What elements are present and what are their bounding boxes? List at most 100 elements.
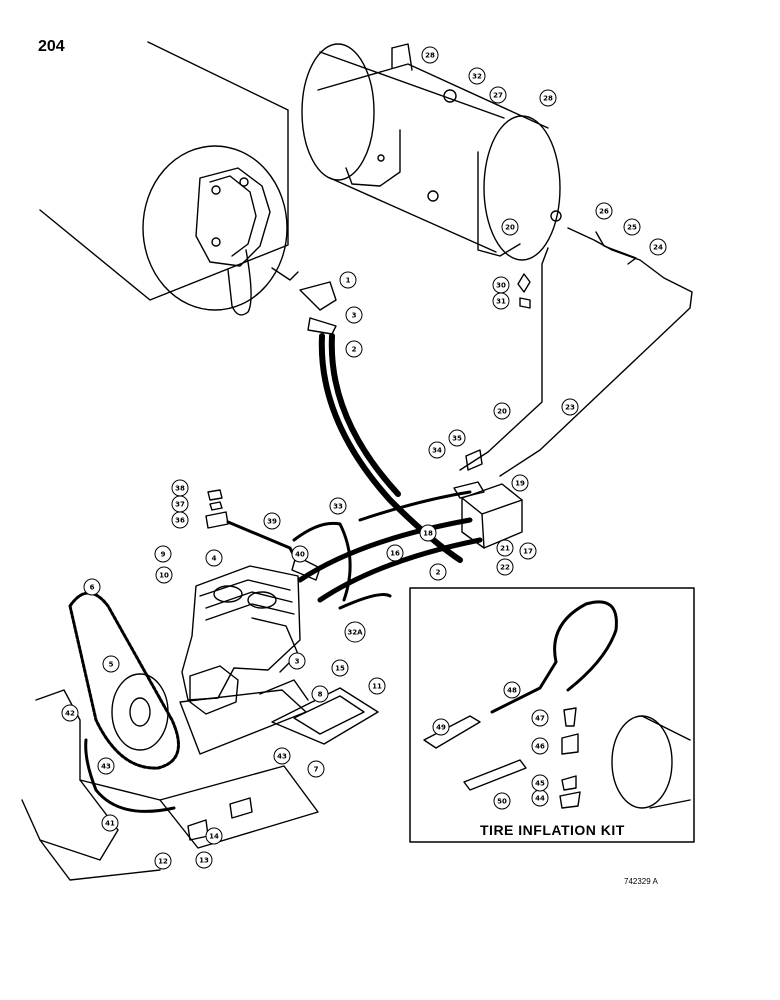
callout-c2a: 2 [345,340,363,358]
callout-c32a: 32A [344,621,366,643]
callout-label: 28 [425,52,435,60]
callout-c31: 31 [492,292,510,310]
callout-label: 48 [507,687,517,695]
callout-label: 8 [318,691,323,699]
callout-c11: 11 [368,677,386,695]
callout-c10: 10 [155,566,173,584]
callout-c43a: 43 [97,757,115,775]
callout-c36: 36 [171,511,189,529]
callout-circle [311,685,329,703]
compressor-drawing [181,565,301,715]
manifold-block [453,449,523,549]
callout-c23: 23 [561,398,579,416]
callout-circle [97,757,115,775]
callout-circle [649,238,667,256]
callout-label: 13 [199,857,209,865]
callout-label: 17 [523,548,533,556]
callout-c6: 6 [83,578,101,596]
callout-c30: 30 [492,276,510,294]
callout-label: 37 [175,501,185,509]
callout-label: 16 [390,550,400,558]
callout-circle [493,402,511,420]
callout-c8: 8 [311,685,329,703]
callout-c50: 50 [493,792,511,810]
callout-c28b: 28 [539,89,557,107]
callout-c43b: 43 [273,747,291,765]
callout-label: 41 [105,820,115,828]
callout-c22: 22 [496,558,514,576]
callout-c25: 25 [623,218,641,236]
muffler-drawing [39,41,299,316]
callout-c7: 7 [307,760,325,778]
callout-circle [307,760,325,778]
callout-circle [329,497,347,515]
callout-label: 49 [436,724,446,732]
callout-label: 30 [496,282,506,290]
callout-circle [419,524,437,542]
callout-label: 43 [277,753,287,761]
callout-circle [195,851,213,869]
callout-c28a: 28 [421,46,439,64]
callout-circle [171,479,189,497]
callout-label: 5 [109,661,114,669]
callout-c1: 1 [339,271,357,289]
callout-label: 20 [505,224,515,232]
callout-c17: 17 [519,542,537,560]
callout-label: 15 [335,665,345,673]
callout-c18: 18 [419,524,437,542]
callout-circle [492,292,510,310]
callout-circle [503,681,521,699]
callout-label: 27 [493,92,503,100]
callout-circle [511,474,529,492]
callout-label: 4 [212,555,217,563]
callout-c4: 4 [205,549,223,567]
callout-c20a: 20 [493,402,511,420]
callout-circle [623,218,641,236]
callout-c16: 16 [386,544,404,562]
tire-inflation-kit-drawing [423,600,691,809]
callout-label: 31 [496,298,506,306]
callout-circle [496,539,514,557]
callout-circle [489,86,507,104]
callout-circle [448,429,466,447]
callout-c2b: 2 [429,563,447,581]
callout-c24: 24 [649,238,667,256]
callout-c47: 47 [531,709,549,727]
hose-41 [84,738,176,813]
callout-label: 50 [497,798,507,806]
callout-c40: 40 [291,545,309,563]
callout-label: 22 [500,564,510,572]
callout-circle [205,827,223,845]
callout-circle [61,704,79,722]
callout-circle [331,659,349,677]
callout-c20b: 20 [501,218,519,236]
callout-circle [288,652,306,670]
callout-c19: 19 [511,474,529,492]
callout-c3a: 3 [345,306,363,324]
callout-label: 26 [599,208,609,216]
callout-label: 38 [175,485,185,493]
callout-label: 24 [653,244,663,252]
callout-label: 2 [436,569,441,577]
callout-circle [205,549,223,567]
callout-circle [345,306,363,324]
callout-c48: 48 [503,681,521,699]
callout-label: 14 [209,833,219,841]
callout-circle [83,578,101,596]
callout-circle [496,558,514,576]
callout-label: 35 [452,435,462,443]
callout-circle [339,271,357,289]
callout-circle [428,441,446,459]
callout-circle [595,202,613,220]
callout-label: 3 [352,312,357,320]
callout-label: 46 [535,743,545,751]
callout-circle [368,677,386,695]
callout-label: 32A [347,629,363,637]
callout-label: 33 [333,503,343,511]
callout-label: 12 [158,858,168,866]
callout-c45: 45 [531,774,549,792]
callout-label: 9 [161,551,166,559]
callout-c33: 33 [329,497,347,515]
callout-label: 21 [500,545,510,553]
